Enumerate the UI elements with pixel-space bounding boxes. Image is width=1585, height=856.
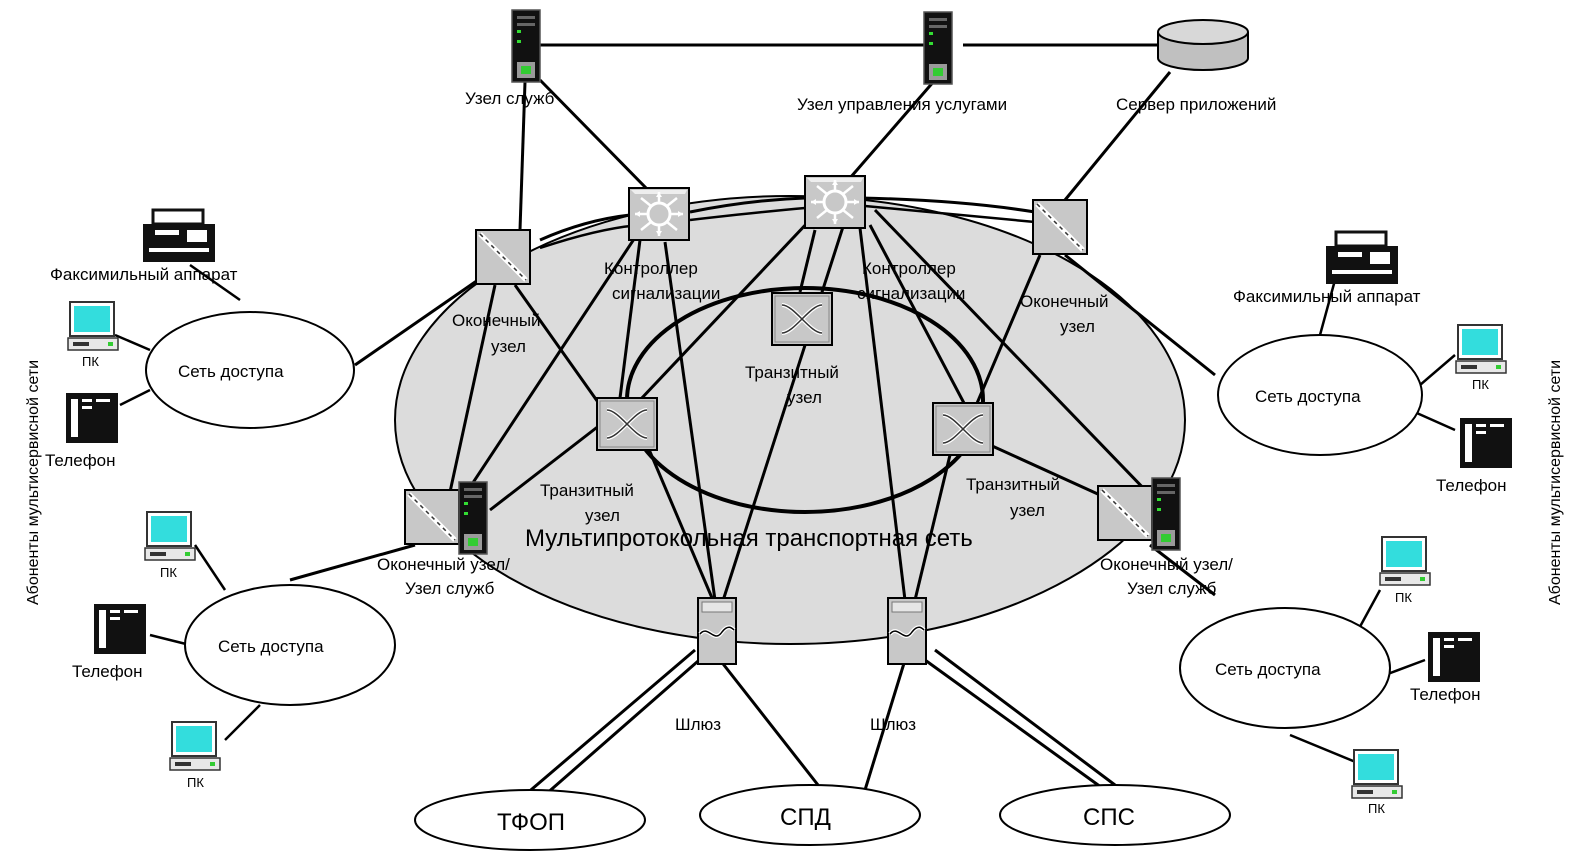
service-control-server-icon: [923, 11, 953, 85]
pc-top-left-icon: [67, 301, 119, 351]
access-network-top-left: [145, 311, 355, 429]
pstn-network: [414, 789, 646, 851]
app-server-label: Сервер приложений: [1116, 95, 1276, 114]
phone-top-left-label: Телефон: [45, 451, 116, 470]
edge-right-label-2: узел: [1060, 317, 1095, 336]
phone-bottom-left-label: Телефон: [72, 662, 143, 681]
pc-mid-left-label: ПК: [160, 565, 177, 580]
edge-node-right-icon: [1033, 200, 1087, 254]
edge-right-label-1: Оконечный: [1020, 292, 1109, 311]
service-node-bottom-right-icon: [1151, 477, 1181, 551]
transit-right-label-2: узел: [1010, 501, 1045, 520]
mobile-network-label: СПС: [1083, 804, 1135, 831]
phone-bottom-right-icon: [1428, 632, 1480, 682]
edge-node-left-icon: [476, 230, 530, 284]
edge-bottom-right-label-1: Оконечный узел/: [1100, 555, 1233, 574]
controller-left-label-2: сигнализации: [612, 284, 720, 303]
service-control-node-label: Узел управления услугами: [797, 95, 1007, 114]
transport-network-label: Мультипротокольная транспортная сеть: [525, 525, 973, 552]
pc-top-right-icon: [1455, 324, 1507, 374]
core-transport-ellipse: [394, 195, 1186, 645]
pc-top-right-label: ПК: [1472, 377, 1489, 392]
access-network-bottom-left: [184, 584, 396, 706]
controller-right-label-2: сигнализации: [857, 284, 965, 303]
edge-left-label-2: узел: [491, 337, 526, 356]
edge-left-label-1: Оконечный: [452, 311, 541, 330]
pc-bottom-left-icon: [169, 721, 221, 771]
gateway-left-label: Шлюз: [675, 715, 721, 734]
gateway-left-icon: [696, 596, 738, 666]
service-node-label: Узел служб: [465, 89, 555, 108]
phone-top-left-icon: [66, 393, 118, 443]
pc-mid-left-icon: [144, 511, 196, 561]
transit-right-label-1: Транзитный: [966, 475, 1060, 494]
phone-top-right-icon: [1460, 418, 1512, 468]
transit-node-right-icon: [931, 401, 995, 457]
access-top-right-label: Сеть доступа: [1255, 387, 1361, 406]
pc-mid-right-label: ПК: [1395, 590, 1412, 605]
transit-center-label-1: Транзитный: [745, 363, 839, 382]
pc-mid-right-icon: [1379, 536, 1431, 586]
fax-left-icon: [141, 208, 217, 264]
access-network-top-right: [1217, 334, 1423, 456]
controller-right-label-1: Контроллер: [862, 259, 956, 278]
edge-node-bottom-right-icon: [1098, 486, 1152, 540]
transit-left-label-1: Транзитный: [540, 481, 634, 500]
connection-lines: [114, 43, 1456, 797]
transit-node-left-icon: [595, 396, 659, 452]
edge-bottom-right-label-2: Узел служб: [1127, 579, 1217, 598]
phone-bottom-right-label: Телефон: [1410, 685, 1481, 704]
pc-bottom-right-icon: [1351, 749, 1403, 799]
access-bottom-right-label: Сеть доступа: [1215, 660, 1321, 679]
pc-top-left-label: ПК: [82, 354, 99, 369]
access-network-bottom-right: [1179, 607, 1391, 729]
pc-bottom-right-label: ПК: [1368, 801, 1385, 816]
data-network: [699, 784, 921, 846]
fax-right-label: Факсимильный аппарат: [1233, 287, 1421, 306]
transit-center-label-2: узел: [787, 388, 822, 407]
fax-right-icon: [1324, 230, 1400, 286]
side-label-left: Абоненты мультисервисной сети: [25, 360, 42, 605]
edge-node-bottom-left-icon: [405, 490, 459, 544]
data-network-label: СПД: [780, 804, 831, 831]
signaling-controller-left-icon: [627, 186, 691, 242]
transit-node-center-icon: [770, 291, 834, 347]
service-node-bottom-left-icon: [458, 481, 488, 555]
gateway-right-label: Шлюз: [870, 715, 916, 734]
phone-bottom-left-icon: [94, 604, 146, 654]
gateway-right-icon: [886, 596, 928, 666]
access-top-left-label: Сеть доступа: [178, 362, 284, 381]
fax-left-label: Факсимильный аппарат: [50, 265, 238, 284]
controller-left-label-1: Контроллер: [604, 259, 698, 278]
signaling-controller-right-icon: [803, 174, 867, 230]
phone-top-right-label: Телефон: [1436, 476, 1507, 495]
edge-bottom-left-label-2: Узел служб: [405, 579, 495, 598]
pstn-label: ТФОП: [497, 809, 565, 836]
transit-left-label-2: узел: [585, 506, 620, 525]
access-bottom-left-label: Сеть доступа: [218, 637, 324, 656]
pc-bottom-left-label: ПК: [187, 775, 204, 790]
mobile-network: [999, 784, 1231, 846]
app-server-icon: [1157, 19, 1249, 71]
side-label-right: Абоненты мультисервисной сети: [1547, 360, 1564, 605]
edge-bottom-left-label-1: Оконечный узел/: [377, 555, 510, 574]
service-node-server-icon: [511, 9, 541, 83]
